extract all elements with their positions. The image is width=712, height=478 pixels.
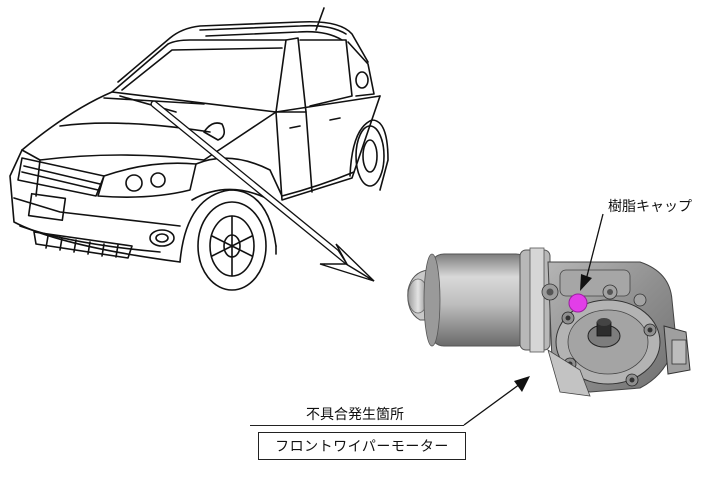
defect-location-label: 不具合発生箇所 [306, 407, 404, 423]
resin-cap-marker [568, 293, 588, 313]
label-underline [250, 425, 464, 426]
locator-arrow [150, 100, 375, 282]
cap-callout-arrow [580, 213, 604, 291]
location-callout-arrow [463, 376, 530, 426]
resin-cap-label: 樹脂キャップ [608, 199, 692, 215]
part-name-label: フロントワイパーモーター [275, 439, 449, 455]
wiper-motor [407, 247, 691, 397]
part-name-box: フロントワイパーモーター [258, 432, 466, 460]
